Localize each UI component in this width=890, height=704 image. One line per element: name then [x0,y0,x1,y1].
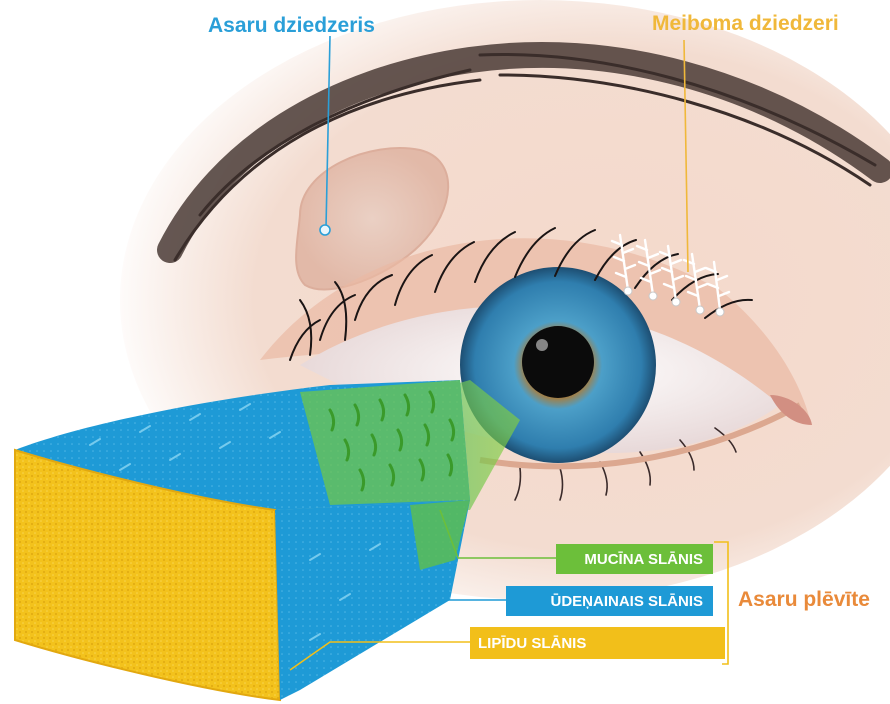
lacrimal-gland-label: Asaru dziedzeris [208,14,375,38]
meibomian-glands-label: Meiboma dziedzeri [652,12,839,36]
pupil [522,326,594,398]
lipid-layer-label: LIPĪDU SLĀNIS [470,627,725,659]
tear-film-label: Asaru plēvīte [738,588,870,612]
mucin-layer-label: MUCĪNA SLĀNIS [556,544,713,574]
aqueous-layer-label: ŪDEŅAINAIS SLĀNIS [506,586,713,616]
tear-film-block [15,380,470,700]
pupil-highlight [536,339,548,351]
